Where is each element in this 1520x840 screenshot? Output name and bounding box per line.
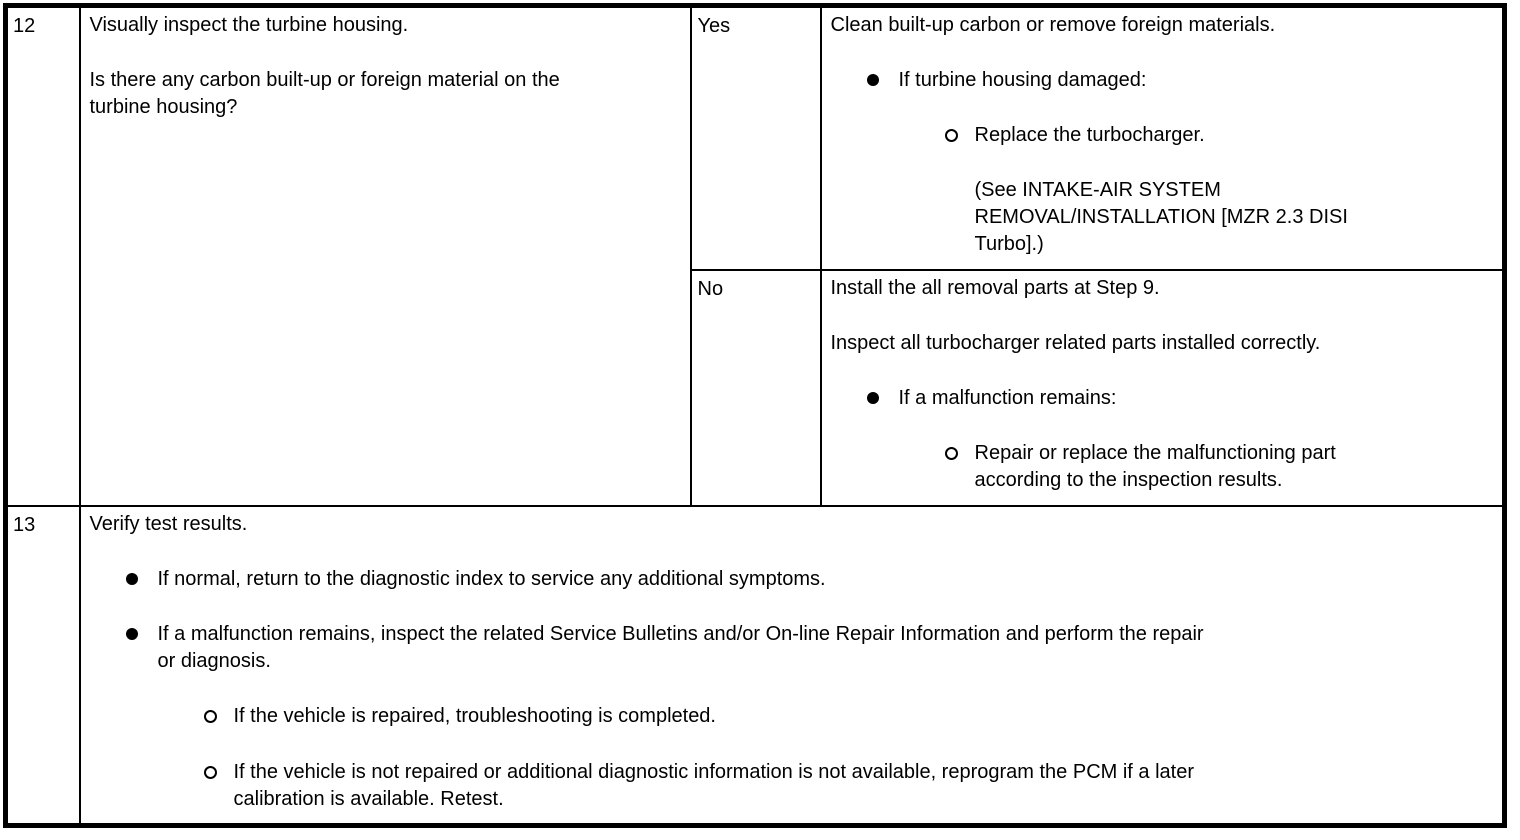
yes-label: Yes — [697, 15, 731, 37]
step-12-inspection-cell: Visually inspect the turbine housing. Is… — [78, 4, 692, 507]
yes-condition-item: If turbine housing damaged: — [831, 67, 1494, 94]
verify-malfunction-item: If a malfunction remains, inspect the re… — [90, 621, 1494, 675]
step-12-number-cell: 12 — [4, 4, 81, 507]
verify-repaired-item: If the vehicle is repaired, troubleshoot… — [90, 703, 1494, 731]
yes-intro-text: Clean built-up carbon or remove foreign … — [830, 14, 1276, 36]
verify-normal-item: If normal, return to the diagnostic inde… — [90, 566, 1494, 593]
filled-bullet-icon — [866, 391, 879, 404]
verify-intro-text: Verify test results. — [89, 512, 248, 535]
no-intro2-text: Inspect all turbocharger related parts i… — [830, 331, 1321, 354]
step-12-no-label-cell: No — [689, 268, 822, 507]
verify-not-repaired-text: If the vehicle is not repaired or additi… — [233, 760, 1195, 810]
verify-normal-text: If normal, return to the diagnostic inde… — [157, 567, 826, 590]
verify-repaired-text: If the vehicle is repaired, troubleshoot… — [233, 704, 717, 727]
open-bullet-icon — [944, 446, 958, 460]
yes-condition-text: If turbine housing damaged: — [898, 69, 1147, 91]
no-condition-text: If a malfunction remains: — [898, 386, 1117, 409]
no-intro1-text: Install the all removal parts at Step 9. — [830, 276, 1160, 299]
no-action-text: Repair or replace the malfunctioning par… — [974, 441, 1336, 491]
step-13-number-cell: 13 — [4, 504, 81, 827]
yes-service-reference-text: (See INTAKE-AIR SYSTEM REMOVAL/INSTALLAT… — [974, 179, 1348, 255]
inspection-action-text: Visually inspect the turbine housing. — [89, 14, 409, 36]
inspection-question-text: Is there any carbon built-up or foreign … — [89, 69, 560, 118]
open-bullet-icon — [203, 765, 217, 779]
diagnostic-troubleshooting-table: 12 Visually inspect the turbine housing.… — [3, 3, 1507, 828]
step-13-action-cell: Verify test results. If normal, return t… — [78, 504, 1506, 827]
verify-not-repaired-item: If the vehicle is not repaired or additi… — [90, 759, 1494, 813]
open-bullet-icon — [203, 709, 217, 723]
open-bullet-icon — [944, 129, 958, 142]
filled-bullet-icon — [125, 572, 138, 585]
filled-bullet-icon — [866, 74, 879, 86]
step-number: 13 — [13, 513, 36, 536]
no-action-item: Repair or replace the malfunctioning par… — [831, 440, 1494, 494]
yes-action-item: Replace the turbocharger. (See INTAKE-AI… — [831, 122, 1494, 258]
step-12-yes-label-cell: Yes — [689, 4, 822, 271]
no-condition-item: If a malfunction remains: — [831, 385, 1494, 412]
step-number: 12 — [13, 15, 36, 37]
filled-bullet-icon — [125, 627, 138, 640]
no-label: No — [697, 277, 724, 300]
step-12-no-action-cell: Install the all removal parts at Step 9.… — [819, 268, 1506, 507]
verify-malfunction-text: If a malfunction remains, inspect the re… — [157, 622, 1204, 672]
step-12-yes-action-cell: Clean built-up carbon or remove foreign … — [819, 4, 1506, 271]
yes-action-text: Replace the turbocharger. — [974, 124, 1205, 146]
